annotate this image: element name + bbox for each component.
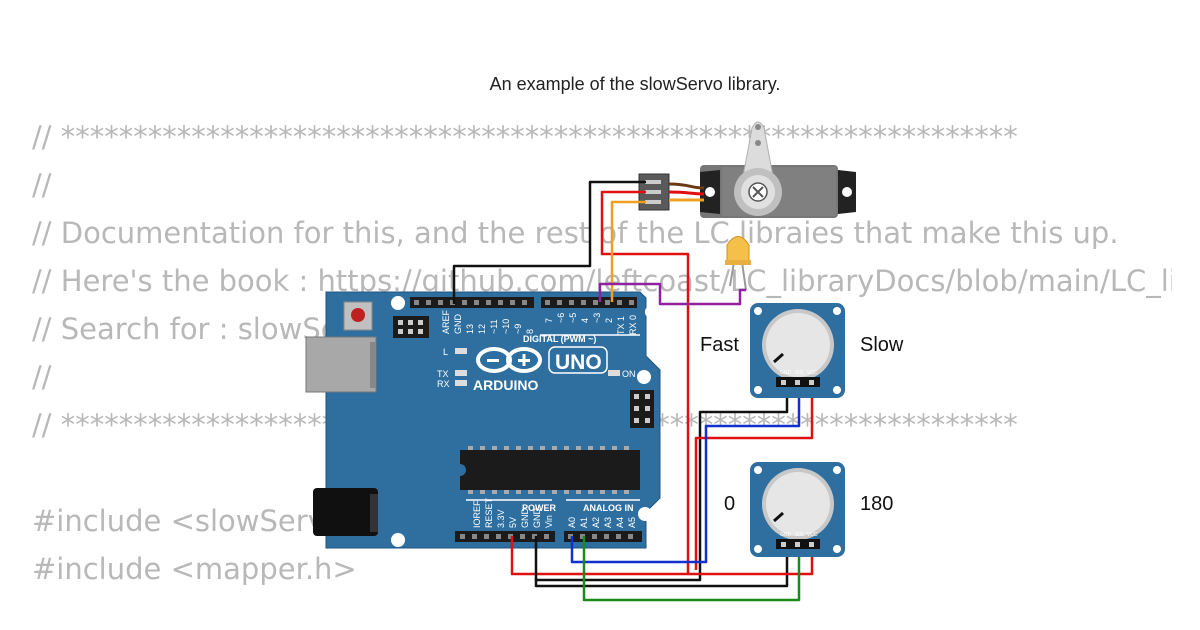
pin-label: GND bbox=[453, 314, 463, 335]
pin-label: TX 1 bbox=[616, 316, 626, 335]
digital-label: DIGITAL (PWM ~) bbox=[523, 334, 596, 344]
potentiometer-angle[interactable]: GND SIG VCC bbox=[750, 462, 845, 557]
svg-text:VCC: VCC bbox=[807, 370, 818, 376]
usb-port bbox=[305, 336, 377, 393]
slow-label: Slow bbox=[860, 334, 904, 356]
pin-label: GND bbox=[532, 508, 542, 529]
power-label: POWER bbox=[522, 503, 557, 513]
code-block: // *************************************… bbox=[32, 113, 1172, 593]
svg-text:RX: RX bbox=[437, 379, 450, 389]
pin-label: A2 bbox=[591, 517, 601, 528]
pin-label: IOREF bbox=[472, 500, 482, 528]
pin-label: Vin bbox=[544, 515, 554, 528]
code-line: // *************************************… bbox=[32, 120, 1018, 154]
arduino-model: UNO bbox=[555, 351, 602, 374]
zero-label: 0 bbox=[724, 493, 735, 515]
icsp-header-right bbox=[630, 390, 654, 428]
potentiometer-speed[interactable]: GND SIG VCC bbox=[750, 303, 845, 398]
page-title: An example of the slowServo library. bbox=[489, 74, 781, 94]
pin-label: A3 bbox=[603, 517, 613, 528]
pin-label: 7 bbox=[544, 318, 554, 323]
servo-connector bbox=[638, 173, 705, 211]
power-analog-header bbox=[455, 531, 642, 542]
wires bbox=[452, 180, 814, 602]
pin-label: 2 bbox=[604, 318, 614, 323]
pin-label: 13 bbox=[465, 324, 475, 334]
analog-label: ANALOG IN bbox=[583, 503, 634, 513]
pin-label: AREF bbox=[441, 309, 451, 334]
fast-label: Fast bbox=[700, 334, 739, 356]
pin-label: 8 bbox=[525, 329, 535, 334]
pin-label: 4 bbox=[580, 318, 590, 323]
code-line: // bbox=[32, 168, 52, 202]
svg-text:GND: GND bbox=[780, 532, 792, 538]
microcontroller-chip bbox=[460, 446, 640, 494]
svg-text:GND: GND bbox=[780, 370, 792, 376]
pin-label: ~10 bbox=[501, 319, 511, 334]
digital-header bbox=[410, 297, 637, 308]
pin-label: ~5 bbox=[568, 313, 578, 323]
arduino-uno-board[interactable]: AREF GND 13 12 ~11 ~10 ~9 8 7 ~6 ~5 4 ~3… bbox=[305, 291, 661, 549]
svg-text:ON: ON bbox=[622, 369, 636, 379]
pin-label: A1 bbox=[579, 517, 589, 528]
pin-label: A0 bbox=[567, 517, 577, 528]
pin-label: ~11 bbox=[489, 319, 499, 334]
max-label: 180 bbox=[860, 493, 893, 515]
svg-text:L: L bbox=[443, 347, 448, 357]
pin-label: GND bbox=[520, 508, 530, 529]
pin-label: RX 0 bbox=[628, 315, 638, 335]
pin-label: A4 bbox=[615, 517, 625, 528]
servo-motor[interactable] bbox=[700, 121, 856, 218]
svg-text:SIG: SIG bbox=[795, 532, 804, 538]
svg-text:VCC: VCC bbox=[807, 532, 818, 538]
arduino-brand: ARDUINO bbox=[473, 377, 538, 393]
code-line: // Documentation for this, and the rest … bbox=[32, 216, 1119, 250]
svg-text:SIG: SIG bbox=[795, 370, 804, 376]
pin-label: ~6 bbox=[556, 313, 566, 323]
digital-pin-labels: AREF GND 13 12 ~11 ~10 ~9 8 7 ~6 ~5 4 ~3… bbox=[441, 309, 638, 335]
pin-label: RESET bbox=[484, 497, 494, 528]
svg-text:TX: TX bbox=[437, 369, 449, 379]
pin-label: ~9 bbox=[513, 324, 523, 334]
arduino-logo: ARDUINO UNO bbox=[473, 346, 608, 393]
status-leds: L TX RX ON bbox=[437, 347, 636, 389]
code-line: // bbox=[32, 360, 52, 394]
pin-label: A5 bbox=[627, 517, 637, 528]
pin-label: 5V bbox=[508, 517, 518, 528]
code-line: #include <mapper.h> bbox=[32, 552, 357, 586]
icsp-header-top bbox=[393, 316, 429, 338]
pin-label: 3.3V bbox=[496, 509, 506, 528]
power-pin-labels: IOREF RESET 3.3V 5V GND GND Vin bbox=[472, 497, 554, 528]
pin-label: 12 bbox=[477, 324, 487, 334]
pin-label: ~3 bbox=[592, 313, 602, 323]
analog-pin-labels: A0 A1 A2 A3 A4 A5 bbox=[567, 517, 637, 528]
led bbox=[725, 236, 751, 291]
power-jack bbox=[313, 488, 378, 536]
